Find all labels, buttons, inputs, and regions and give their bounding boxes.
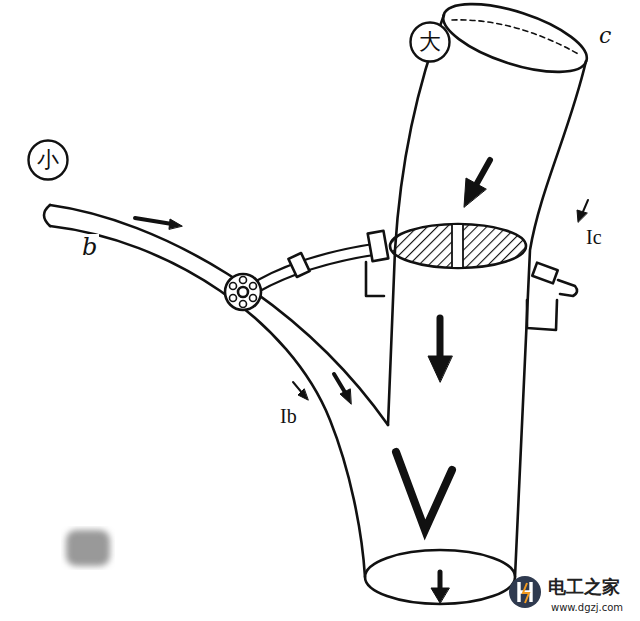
flow-arrow-head [431, 588, 449, 603]
small-flow-arrow-head [169, 219, 182, 229]
check-mark [396, 452, 452, 530]
ib-arrow-head [298, 389, 308, 400]
control-tube [258, 254, 380, 292]
pipe-label: c [597, 24, 613, 48]
pipe-label: b [80, 234, 99, 260]
watermark-text: www.dgzj.com [549, 602, 625, 613]
flow-arrow [476, 160, 490, 185]
pipe-top-dashed [452, 20, 580, 55]
control-tube [256, 243, 380, 281]
flow-arrow [438, 572, 443, 590]
node-text: 大 [419, 30, 441, 54]
gate-clamp [532, 263, 557, 284]
gate-disk [390, 224, 526, 268]
flow-arrow-head [464, 178, 486, 207]
blurred-mark [66, 530, 110, 566]
gate-slit [452, 224, 463, 268]
small-flow-arrow [135, 218, 172, 224]
tube-clamp [288, 253, 309, 277]
pipe-label: Ib [278, 405, 299, 427]
small-flow-arrow [334, 374, 346, 394]
tube-clamp-bracket [366, 262, 384, 296]
pipe-bottom-opening [365, 550, 515, 604]
large-pipe-right-edge [515, 61, 586, 577]
ic-arrow-head [577, 210, 587, 222]
gate-clamp-pin [558, 280, 577, 296]
logo-badge [509, 576, 541, 608]
valve-hub [238, 287, 248, 297]
node-text: 小 [37, 148, 59, 172]
valve-bead [230, 295, 237, 302]
flow-arrow [437, 318, 444, 358]
watermark-logo [509, 576, 541, 608]
small-pipe-end [44, 205, 50, 226]
circle-node: 小 [27, 139, 69, 181]
logo-accent [523, 583, 529, 603]
valve-bead [230, 283, 237, 290]
valve-bead [250, 283, 257, 290]
flow-arrow-head [428, 356, 452, 382]
circle-outline [29, 141, 68, 180]
valve-bead [250, 295, 257, 302]
tube-clamp [368, 231, 389, 261]
watermark-text: 电工之家 [546, 577, 622, 597]
pipe-top-opening [436, 0, 595, 86]
small-flow-arrow-head [340, 389, 351, 404]
valve-wheel [225, 274, 261, 310]
pipe-label: Ic [584, 226, 604, 248]
small-pipe-lower-edge [50, 226, 365, 577]
logo-mark [519, 582, 531, 602]
small-pipe-upper-edge [50, 205, 388, 425]
valve-bead [240, 301, 247, 308]
circle-node: 大 [409, 21, 451, 63]
circle-outline [411, 23, 450, 62]
valve-bead [240, 277, 247, 284]
gate-clamp-bracket [527, 300, 557, 330]
